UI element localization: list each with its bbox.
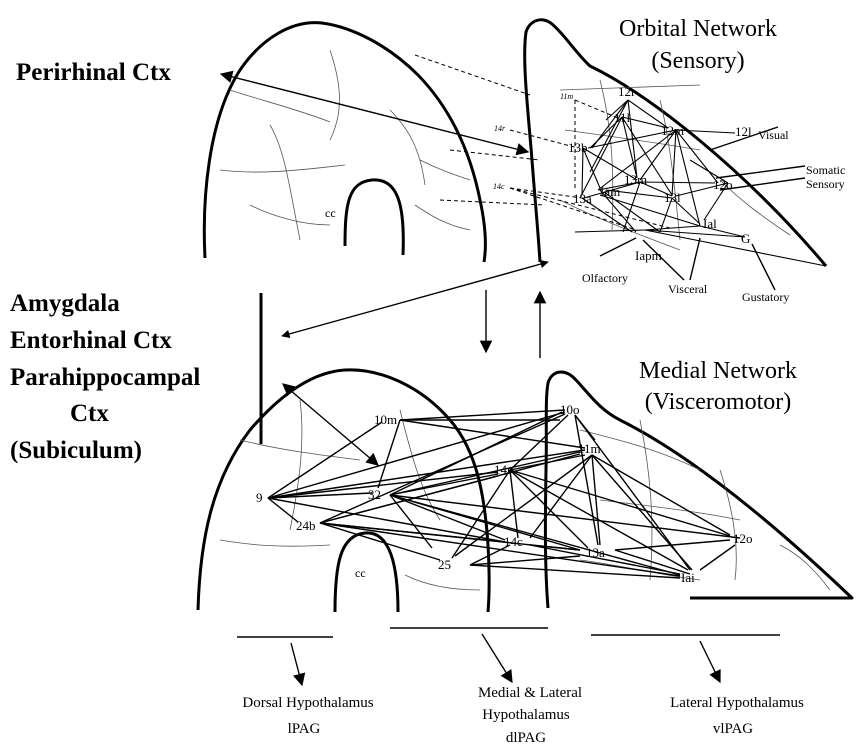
area-12r: 12r bbox=[618, 84, 636, 99]
dorsal-output-line2: lPAG bbox=[288, 721, 321, 737]
area-13m: 13m bbox=[624, 172, 647, 187]
medial-output-line1: Medial & Lateral bbox=[478, 685, 582, 701]
medial-output-arrow bbox=[482, 634, 512, 682]
perirhinal-label: Perirhinal Ctx bbox=[16, 59, 171, 86]
area-13a: 13a bbox=[573, 191, 592, 206]
area-ial: Ial bbox=[703, 216, 717, 231]
medial-connections bbox=[268, 410, 740, 578]
input-sensory: Sensory bbox=[806, 177, 845, 191]
left-labels: Perirhinal Ctx Amygdala Entorhinal Ctx P… bbox=[10, 59, 200, 464]
area-24b: 24b bbox=[296, 518, 316, 533]
area-12l: 12l bbox=[735, 124, 752, 139]
input-somatic: Somatic bbox=[806, 163, 845, 177]
area-12o: 12o bbox=[713, 177, 733, 192]
input-olfactory: Olfactory bbox=[582, 271, 628, 285]
medial-subtitle: (Visceromotor) bbox=[645, 389, 792, 415]
ctx-label: Ctx bbox=[70, 400, 109, 427]
top-cc-label: cc bbox=[325, 206, 336, 220]
lateral-output-line1: Lateral Hypothalamus bbox=[670, 695, 804, 711]
area-9: 9 bbox=[256, 490, 263, 505]
area-iapm: Iapm bbox=[635, 248, 662, 263]
area-25: 25 bbox=[438, 557, 451, 572]
lateral-output-arrow bbox=[700, 641, 720, 682]
area-14r-small: 14r bbox=[494, 124, 506, 133]
area-11m: 11m bbox=[578, 441, 601, 456]
area-13a: 13a bbox=[586, 545, 605, 560]
entorhinal-label: Entorhinal Ctx bbox=[10, 327, 172, 354]
bottom-left-outline bbox=[198, 370, 489, 612]
orbital-title: Orbital Network bbox=[619, 16, 777, 42]
area-g: G bbox=[741, 231, 750, 246]
area-10o: 10o bbox=[560, 402, 580, 417]
input-visceral: Visceral bbox=[668, 282, 708, 296]
output-labels: Dorsal Hypothalamus lPAG Medial & Latera… bbox=[242, 685, 804, 746]
dorsal-output-arrow bbox=[291, 643, 302, 685]
medial-output-line3: dlPAG bbox=[506, 730, 546, 746]
area-12m: 12m bbox=[661, 123, 684, 138]
area-iam: Iam bbox=[600, 184, 620, 199]
amygdala-medial-arrow bbox=[283, 384, 378, 465]
input-gustatory: Gustatory bbox=[742, 290, 789, 304]
lateral-output-line2: vlPAG bbox=[713, 721, 753, 737]
perirhinal-arrow bbox=[221, 74, 528, 152]
area-13l: 13l bbox=[664, 190, 681, 205]
bottom-cc-label: cc bbox=[355, 566, 366, 580]
amygdala-orbital-arrow bbox=[282, 262, 548, 336]
area-14c-small: 14c bbox=[493, 182, 505, 191]
medial-output-line2: Hypothalamus bbox=[482, 707, 570, 723]
area-iai: Iai bbox=[681, 570, 695, 585]
area-11l: 11l bbox=[614, 110, 631, 125]
subiculum-label: (Subiculum) bbox=[10, 437, 142, 464]
top-left-sulcus bbox=[345, 180, 403, 255]
medial-title: Medial Network bbox=[639, 358, 797, 384]
area-13b: 13b bbox=[568, 140, 588, 155]
amygdala-label: Amygdala bbox=[10, 290, 120, 317]
area-14r: 14r bbox=[494, 462, 512, 477]
orbital-subtitle: (Sensory) bbox=[651, 48, 744, 74]
area-11m-small: 11m bbox=[560, 92, 573, 101]
area-14c: 14c bbox=[504, 534, 523, 549]
dorsal-output-line1: Dorsal Hypothalamus bbox=[242, 695, 373, 711]
area-10m: 10m bbox=[374, 412, 397, 427]
area-12o: 12o bbox=[733, 531, 753, 546]
area-32: 32 bbox=[368, 487, 381, 502]
input-visual: Visual bbox=[758, 128, 789, 142]
parahippocampal-label: Parahippocampal bbox=[10, 364, 200, 391]
